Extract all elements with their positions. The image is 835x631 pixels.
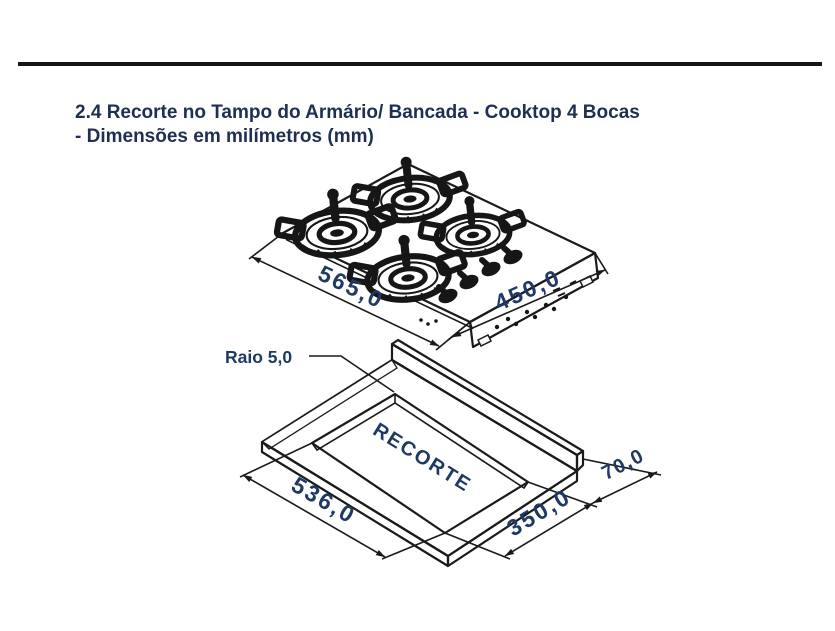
knob-1 (436, 286, 460, 306)
knob-3 (479, 259, 503, 279)
dim-70: 70,0 (582, 445, 662, 504)
section-title-line1: 2.4 Recorte no Tampo do Armário/ Bancada… (75, 102, 640, 123)
header-rule (18, 62, 822, 66)
radius-callout: Raio 5,0 (225, 347, 395, 393)
radius-label: Raio 5,0 (225, 347, 292, 367)
cutout-figure: RECORTE Raio 5,0 536,0 350,0 (225, 338, 662, 568)
knob-4 (501, 247, 525, 267)
section-title-line2: - Dimensões em milímetros (mm) (75, 126, 374, 147)
dim-label-70: 70,0 (598, 445, 648, 485)
knob-2 (457, 272, 481, 292)
backsplash-top (390, 338, 585, 457)
cutout-label: RECORTE (369, 419, 475, 497)
cutout-inner-wall (311, 394, 529, 490)
countertop-nw-strip (260, 359, 398, 450)
backsplash-end (575, 449, 585, 473)
dim-350: 350,0 (444, 481, 598, 560)
section-title: 2.4 Recorte no Tampo do Armário/ Bancada… (75, 101, 715, 149)
cooktop-figure: 565,0 450,0 (248, 151, 609, 351)
countertop-face-right (446, 469, 579, 568)
